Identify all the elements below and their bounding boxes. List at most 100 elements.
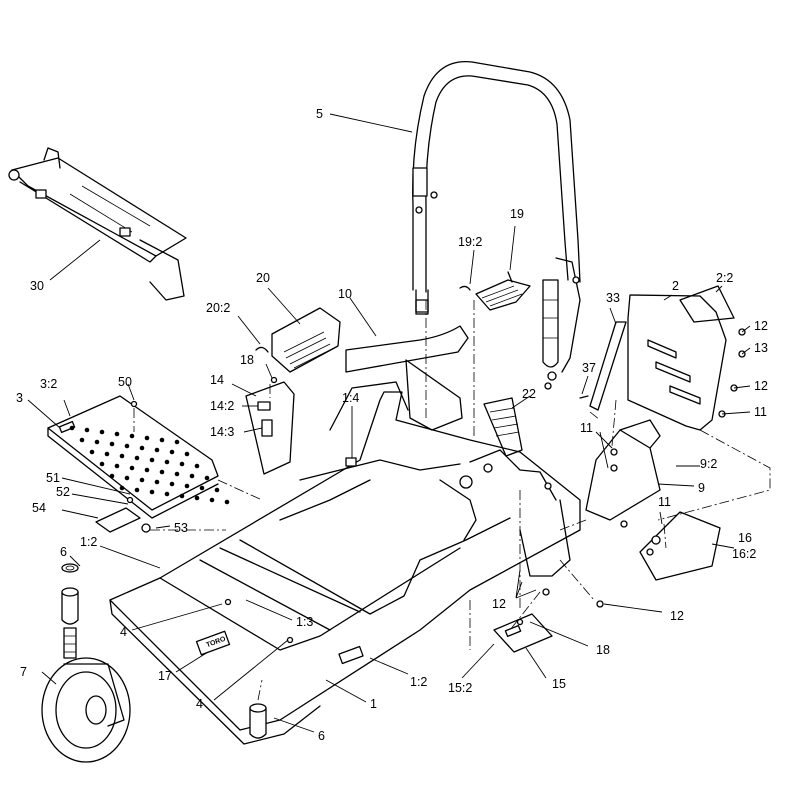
callout-30: 30 [30, 279, 44, 293]
callout-17: 17 [158, 669, 172, 683]
floor-plate-hole [164, 459, 170, 465]
callout-15-2: 15:2 [448, 681, 472, 695]
callout-11-a: 11 [754, 405, 767, 419]
callout-19-2: 19:2 [458, 235, 482, 249]
floor-plate-hole [84, 427, 90, 433]
phantom-lines [133, 300, 771, 701]
callout-53: 53 [174, 521, 188, 535]
callout-1-2-b: 1:2 [410, 675, 427, 689]
bottom-plate [493, 613, 553, 653]
floor-plate-hole [144, 435, 150, 441]
callout-1: 1 [370, 697, 377, 711]
callout-11-c: 11 [658, 495, 671, 509]
callout-14-3: 14:3 [210, 425, 234, 439]
callout-3-2: 3:2 [40, 377, 57, 391]
callout-14-2: 14:2 [210, 399, 234, 413]
floor-plate-hole [69, 425, 75, 431]
callout-18-b: 18 [596, 643, 610, 657]
leader-lines [27, 113, 751, 733]
callout-54: 54 [32, 501, 46, 515]
callout-18-a: 18 [240, 353, 254, 367]
floor-plate-hole [109, 441, 115, 447]
floor-plate-hole [139, 445, 145, 451]
main-frame [109, 359, 581, 745]
strap [579, 321, 627, 411]
floor-plate-hole [129, 465, 135, 471]
floor-plate-hole [224, 499, 230, 505]
floor-plate-hole [174, 471, 180, 477]
floor-plate-hole [214, 487, 220, 493]
callout-20: 20 [256, 271, 270, 285]
control-panel [245, 381, 295, 475]
floor-plate-hole [179, 493, 185, 499]
callout-labels: 5 30 20 20:2 10 19 19:2 33 2 2:2 12 13 1… [16, 107, 768, 743]
floor-plate-hole [114, 431, 120, 437]
callout-1-4: 1:4 [342, 391, 359, 405]
floor-plate-hole [159, 469, 165, 475]
floor-plate-hole [174, 439, 180, 445]
callout-15: 15 [552, 677, 566, 691]
floor-plate-hole [139, 477, 145, 483]
callout-1-2-a: 1:2 [80, 535, 97, 549]
callout-22: 22 [522, 387, 536, 401]
floor-plate-hole [169, 481, 175, 487]
callout-51: 51 [46, 471, 60, 485]
floor-plate-hole [199, 485, 205, 491]
floor-plate-hole [189, 473, 195, 479]
callout-12-d: 12 [670, 609, 684, 623]
plate-bracket [95, 507, 151, 533]
floor-plate-hole [89, 449, 95, 455]
floor-plate [47, 395, 230, 519]
floor-plate-hole [169, 449, 175, 455]
callout-16-2: 16:2 [732, 547, 756, 561]
floor-plate-hole [124, 475, 130, 481]
callout-9-2: 9:2 [700, 457, 717, 471]
callout-6-a: 6 [60, 545, 67, 559]
floor-plate-hole [99, 429, 105, 435]
callout-50: 50 [118, 375, 132, 389]
floor-plate-hole [149, 489, 155, 495]
callout-4-b: 4 [196, 697, 203, 711]
callout-9: 9 [698, 481, 705, 495]
shield [483, 397, 523, 457]
callout-52: 52 [56, 485, 70, 499]
floor-plate-hole [79, 437, 85, 443]
floor-plate-hole [184, 451, 190, 457]
callout-19: 19 [510, 207, 524, 221]
floor-plate-hole [179, 461, 185, 467]
floor-plate-hole [104, 451, 110, 457]
callout-10: 10 [338, 287, 352, 301]
callout-4-a: 4 [120, 625, 127, 639]
callout-13: 13 [754, 341, 768, 355]
floor-plate-hole [194, 495, 200, 501]
roll-bar [412, 60, 581, 390]
floor-plate-hole [144, 467, 150, 473]
floor-plate-hole [154, 479, 160, 485]
floor-plate-hole [109, 473, 115, 479]
callout-5: 5 [316, 107, 323, 121]
callout-1-3: 1:3 [296, 615, 313, 629]
callout-12-b: 12 [754, 379, 768, 393]
callout-12-c: 12 [492, 597, 506, 611]
floor-plate-hole [124, 443, 130, 449]
callout-12-a: 12 [754, 319, 768, 333]
floor-plate-hole [99, 461, 105, 467]
caster-bushing-bottom [249, 703, 267, 739]
floor-plate-hole [209, 497, 215, 503]
floor-plate-hole [164, 491, 170, 497]
callout-2: 2 [672, 279, 679, 293]
tow-hitch-assembly [8, 147, 187, 301]
side-panel [627, 285, 735, 431]
floor-plate-hole [184, 483, 190, 489]
seat-bracket [459, 271, 531, 311]
callout-33: 33 [606, 291, 620, 305]
callout-7: 7 [20, 665, 27, 679]
floor-plate-hole [134, 487, 140, 493]
caster-wheel [41, 587, 131, 763]
callout-3: 3 [16, 391, 23, 405]
seat-switch-bracket [255, 307, 341, 373]
callout-11-b: 11 [580, 421, 593, 435]
callout-37: 37 [582, 361, 596, 375]
